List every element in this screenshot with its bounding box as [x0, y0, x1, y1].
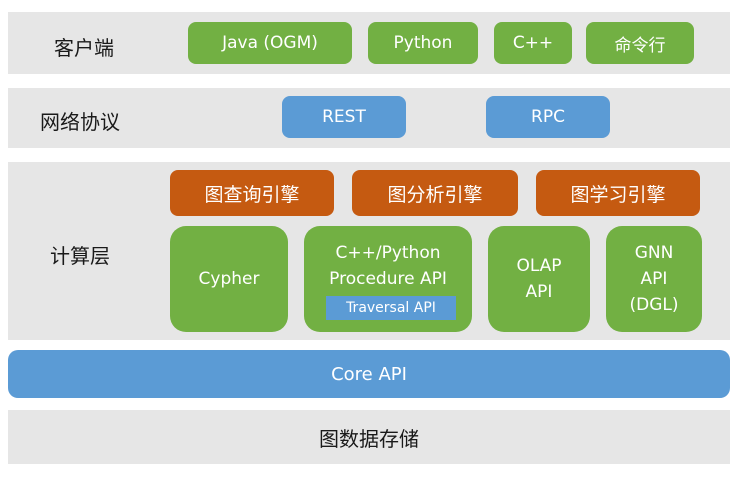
module-olap-api: OLAP API — [488, 226, 590, 332]
module-olap-line1: OLAP — [516, 256, 562, 276]
protocol-rpc: RPC — [486, 96, 610, 138]
engine-query: 图查询引擎 — [170, 170, 334, 216]
core-api-layer: Core API — [8, 350, 730, 398]
module-procedure-line2: Procedure API — [329, 269, 447, 289]
client-python: Python — [368, 22, 478, 64]
compute-layer-label: 计算层 — [50, 244, 110, 268]
module-traversal-api: Traversal API — [326, 296, 456, 320]
module-gnn-line2: API — [640, 269, 668, 289]
module-cypher: Cypher — [170, 226, 288, 332]
module-olap-line2: API — [525, 282, 553, 302]
module-gnn-api: GNN API (DGL) — [606, 226, 702, 332]
module-cypher-label: Cypher — [198, 269, 260, 289]
graph-storage-layer: 图数据存储 — [8, 410, 730, 464]
module-gnn-line3: (DGL) — [629, 295, 679, 315]
engine-analytics: 图分析引擎 — [352, 170, 518, 216]
client-cpp: C++ — [494, 22, 572, 64]
protocol-layer-label: 网络协议 — [40, 110, 120, 134]
client-layer-label: 客户端 — [54, 36, 114, 60]
module-procedure-line1: C++/Python — [335, 243, 441, 263]
protocol-rest: REST — [282, 96, 406, 138]
engine-learning: 图学习引擎 — [536, 170, 700, 216]
client-cli: 命令行 — [586, 22, 694, 64]
module-gnn-line1: GNN — [634, 243, 674, 263]
client-java-ogm: Java (OGM) — [188, 22, 352, 64]
